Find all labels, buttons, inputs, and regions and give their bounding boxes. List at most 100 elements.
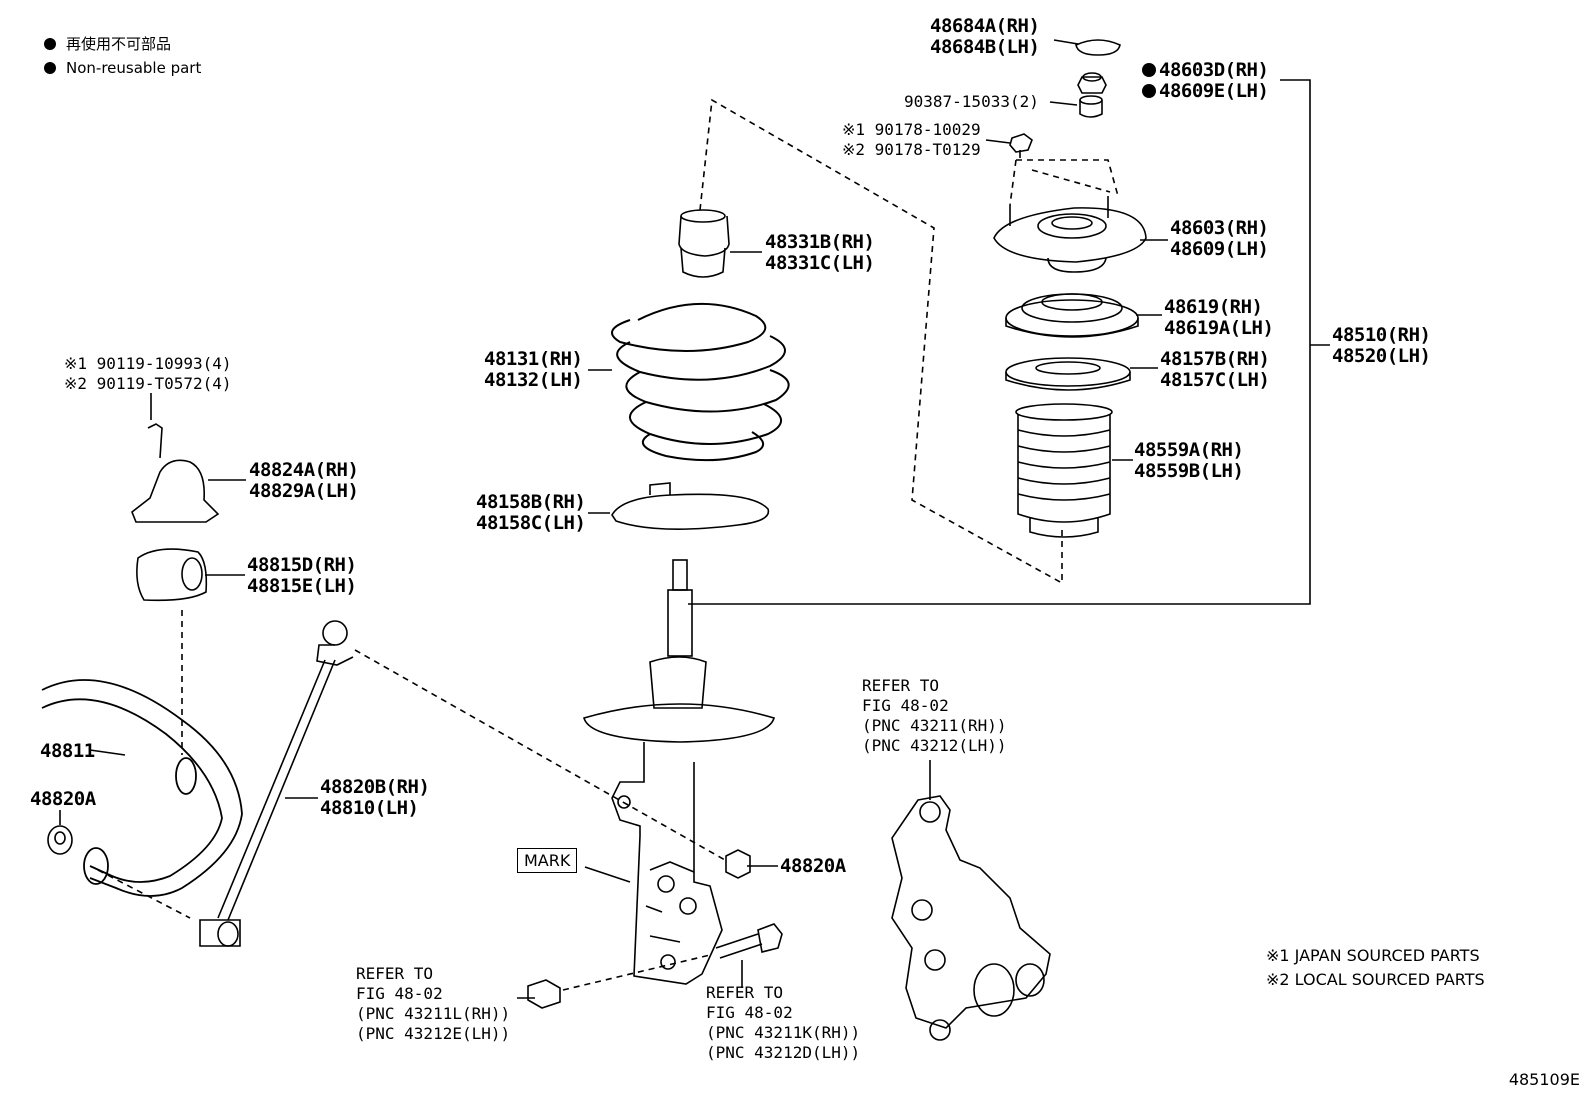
part-label-48820B[interactable]: 48820B(RH) 48810(LH) bbox=[320, 776, 430, 819]
insulator-48157 bbox=[1005, 357, 1131, 391]
bump-stop-48331 bbox=[678, 209, 730, 278]
part-label-48603[interactable]: 48603(RH) 48609(LH) bbox=[1170, 217, 1269, 260]
non-reusable-dot-icon bbox=[44, 62, 56, 74]
part-number-rh: 48331B(RH) bbox=[765, 231, 875, 253]
refer-line: FIG 48-02 bbox=[706, 1003, 793, 1022]
part-number-rh: 48619(RH) bbox=[1164, 296, 1263, 318]
part-number-rh: 48603(RH) bbox=[1170, 217, 1269, 239]
part-number-rh: 48131(RH) bbox=[484, 348, 583, 370]
part-label-90119[interactable]: ※1 90119-10993(4) ※2 90119-T0572(4) bbox=[64, 354, 232, 394]
part-label-48684[interactable]: 48684A(RH) 48684B(LH) bbox=[930, 15, 1040, 58]
part-number-japan: ※1 90119-10993(4) bbox=[64, 354, 232, 373]
cap-48684 bbox=[1075, 39, 1121, 56]
refer-to-bolt[interactable]: REFER TO FIG 48-02 (PNC 43211K(RH)) (PNC… bbox=[706, 983, 860, 1063]
part-number-lh: 48559B(LH) bbox=[1134, 460, 1244, 482]
part-number-rh: 48158B(RH) bbox=[476, 491, 586, 513]
part-label-48158[interactable]: 48158B(RH) 48158C(LH) bbox=[476, 491, 586, 534]
refer-line: REFER TO bbox=[862, 676, 940, 695]
legend-jp-row: 再使用不可部品 bbox=[44, 32, 201, 56]
refer-line: (PNC 43211K(RH)) bbox=[706, 1023, 861, 1042]
part-number-rh: 48559A(RH) bbox=[1134, 439, 1244, 461]
refer-line: REFER TO bbox=[356, 964, 434, 983]
refer-line: (PNC 43212D(LH)) bbox=[706, 1043, 861, 1062]
part-number-rh: 48157B(RH) bbox=[1160, 348, 1270, 370]
spring-seat-48158 bbox=[611, 482, 770, 530]
note-japan: ※1 JAPAN SOURCED PARTS bbox=[1266, 946, 1480, 965]
assembly-bracket-line bbox=[688, 79, 1311, 605]
part-label-48157[interactable]: 48157B(RH) 48157C(LH) bbox=[1160, 348, 1270, 391]
part-number-lh: 48331C(LH) bbox=[765, 252, 875, 274]
part-number-lh: 48815E(LH) bbox=[247, 575, 357, 597]
refer-line: REFER TO bbox=[706, 983, 784, 1002]
part-label-48510[interactable]: 48510(RH) 48520(LH) bbox=[1332, 324, 1431, 367]
part-number-lh: 48829A(LH) bbox=[249, 480, 359, 502]
bolt-lower bbox=[715, 923, 783, 959]
non-reusable-dot-icon bbox=[1142, 63, 1156, 77]
part-number-rh: 48824A(RH) bbox=[249, 459, 359, 481]
refer-to-nut[interactable]: REFER TO FIG 48-02 (PNC 43211L(RH)) (PNC… bbox=[356, 964, 510, 1044]
legend-en-text: Non-reusable part bbox=[66, 59, 202, 77]
part-label-90178[interactable]: ※1 90178-10029 ※2 90178-T0129 bbox=[842, 120, 981, 160]
bracket-48824 bbox=[131, 423, 220, 523]
part-number-rh: 48820B(RH) bbox=[320, 776, 430, 798]
part-number-local: ※2 90178-T0129 bbox=[842, 140, 981, 159]
part-label-48131[interactable]: 48131(RH) 48132(LH) bbox=[484, 348, 583, 391]
part-number-rh: 48815D(RH) bbox=[247, 554, 357, 576]
refer-to-knuckle[interactable]: REFER TO FIG 48-02 (PNC 43211(RH)) (PNC … bbox=[862, 676, 1007, 756]
upper-support-48603 bbox=[993, 196, 1147, 273]
part-number-lh: 48609E(LH) bbox=[1159, 80, 1269, 102]
bushing-48820A-left bbox=[47, 825, 73, 855]
stabilizer-link-48820B bbox=[199, 620, 354, 947]
part-label-48811[interactable]: 48811 bbox=[40, 740, 95, 762]
part-label-48559[interactable]: 48559A(RH) 48559B(LH) bbox=[1134, 439, 1244, 482]
part-label-48603D[interactable]: 48603D(RH) 48609E(LH) bbox=[1142, 59, 1269, 102]
part-label-48619[interactable]: 48619(RH) 48619A(LH) bbox=[1164, 296, 1274, 339]
part-label-48824[interactable]: 48824A(RH) 48829A(LH) bbox=[249, 459, 359, 502]
legend-en-row: Non-reusable part bbox=[44, 56, 201, 80]
nut-48820A-right bbox=[725, 849, 751, 879]
shock-absorber bbox=[583, 559, 775, 985]
part-number-lh: 48619A(LH) bbox=[1164, 317, 1274, 339]
part-number-local: ※2 90119-T0572(4) bbox=[64, 374, 232, 393]
part-number-japan: ※1 90178-10029 bbox=[842, 120, 981, 139]
legend: 再使用不可部品 Non-reusable part bbox=[44, 32, 201, 80]
part-number-lh: 48810(LH) bbox=[320, 797, 419, 819]
bearing-48619 bbox=[1005, 293, 1139, 338]
refer-line: FIG 48-02 bbox=[862, 696, 949, 715]
leader-lines bbox=[59, 39, 1168, 999]
figure-id: 485109E bbox=[1508, 1070, 1580, 1089]
part-number-lh: 48609(LH) bbox=[1170, 238, 1269, 260]
part-number-rh: 48603D(RH) bbox=[1159, 59, 1269, 81]
coil-spring-48131 bbox=[611, 303, 790, 462]
part-label-48331[interactable]: 48331B(RH) 48331C(LH) bbox=[765, 231, 875, 274]
part-number-lh: 48158C(LH) bbox=[476, 512, 586, 534]
part-label-48820A-right[interactable]: 48820A bbox=[780, 855, 846, 877]
part-label-48815[interactable]: 48815D(RH) 48815E(LH) bbox=[247, 554, 357, 597]
note-local: ※2 LOCAL SOURCED PARTS bbox=[1266, 970, 1485, 989]
part-number-lh: 48520(LH) bbox=[1332, 345, 1431, 367]
part-number-lh: 48132(LH) bbox=[484, 369, 583, 391]
stabilizer-bar-48811 bbox=[41, 679, 243, 897]
dashed-guide-lines bbox=[97, 98, 1119, 991]
boot-48559 bbox=[1015, 403, 1113, 538]
mark-label: MARK bbox=[517, 848, 578, 873]
refer-line: (PNC 43212(LH)) bbox=[862, 736, 1007, 755]
steering-knuckle bbox=[891, 795, 1051, 1041]
part-number-rh: 48684A(RH) bbox=[930, 15, 1040, 37]
bushing-48815 bbox=[136, 548, 208, 602]
refer-line: (PNC 43211(RH)) bbox=[862, 716, 1007, 735]
part-number-lh: 48157C(LH) bbox=[1160, 369, 1270, 391]
legend-jp-text: 再使用不可部品 bbox=[66, 35, 172, 53]
bushing-90387 bbox=[1079, 95, 1103, 118]
part-label-48820A-left[interactable]: 48820A bbox=[30, 788, 96, 810]
refer-line: FIG 48-02 bbox=[356, 984, 443, 1003]
bolt-90178 bbox=[1009, 133, 1033, 158]
non-reusable-dot-icon bbox=[44, 38, 56, 50]
sourcing-notes: ※1 JAPAN SOURCED PARTS ※2 LOCAL SOURCED … bbox=[1266, 944, 1485, 992]
refer-line: (PNC 43212E(LH)) bbox=[356, 1024, 511, 1043]
refer-line: (PNC 43211L(RH)) bbox=[356, 1004, 511, 1023]
non-reusable-dot-icon bbox=[1142, 84, 1156, 98]
part-label-90387[interactable]: 90387-15033(2) bbox=[904, 92, 1039, 111]
part-number-rh: 48510(RH) bbox=[1332, 324, 1431, 346]
